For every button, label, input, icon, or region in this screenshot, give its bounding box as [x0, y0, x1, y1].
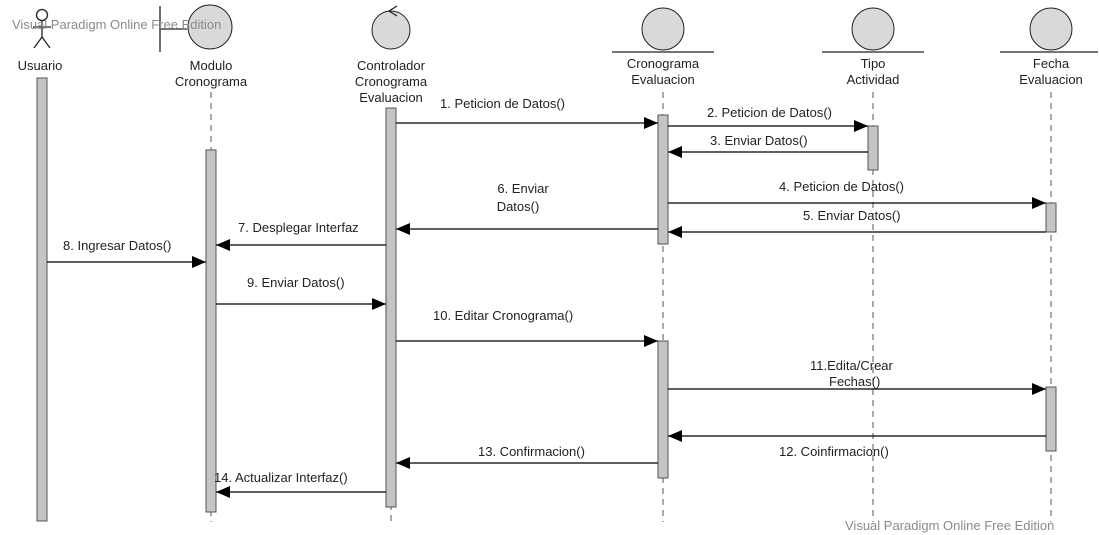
- message-label: 3. Enviar Datos(): [710, 133, 808, 148]
- control-icon: [371, 5, 411, 50]
- message-label: 9. Enviar Datos(): [247, 275, 345, 290]
- boundary-icon: [159, 4, 233, 52]
- entity-icon: [822, 7, 924, 53]
- messages: [47, 117, 1046, 498]
- activation-bar-modulo: [205, 149, 217, 513]
- activation-bar-cronograma: [657, 340, 669, 479]
- activation-bar-tipo: [867, 125, 879, 171]
- message-label: 14. Actualizar Interfaz(): [214, 470, 348, 485]
- lifelines: [210, 92, 1052, 522]
- message-label: Datos(): [497, 199, 540, 214]
- participant-name: Cronograma: [355, 74, 428, 89]
- message-label: 2. Peticion de Datos(): [707, 105, 832, 120]
- participant-name: Cronograma: [627, 56, 700, 71]
- participant-usuario: Usuario: [18, 8, 63, 73]
- message-label: 1. Peticion de Datos(): [440, 96, 565, 111]
- message-label: 8. Ingresar Datos(): [63, 238, 171, 253]
- activation-bar-controlador: [385, 107, 397, 508]
- message-labels: 1. Peticion de Datos() 2. Peticion de Da…: [63, 96, 904, 485]
- participant-name: Evaluacion: [631, 72, 695, 87]
- participant-name: Fecha: [1033, 56, 1070, 71]
- message-label: 6. Enviar: [497, 181, 549, 196]
- actor-icon: [33, 8, 51, 49]
- message-label: 7. Desplegar Interfaz: [238, 220, 359, 235]
- participant-name: Cronograma: [175, 74, 248, 89]
- participant-name: Tipo: [861, 56, 886, 71]
- message-label: 4. Peticion de Datos(): [779, 179, 904, 194]
- participant-name: Controlador: [357, 58, 426, 73]
- activation-bar-fecha: [1045, 386, 1057, 452]
- message-label: 5. Enviar Datos(): [803, 208, 901, 223]
- participant-name: Usuario: [18, 58, 63, 73]
- activation-bar-fecha: [1045, 202, 1057, 233]
- watermark-top: Visual Paradigm Online Free Edition: [12, 17, 221, 32]
- participant-controlador: Controlador Cronograma Evaluacion: [355, 5, 428, 105]
- participant-modulo: Modulo Cronograma: [159, 4, 248, 89]
- participant-cronograma: Cronograma Evaluacion: [612, 7, 714, 87]
- entity-icon: [612, 7, 714, 53]
- participant-name: Actividad: [847, 72, 900, 87]
- activation-bar-cronograma: [657, 114, 669, 245]
- message-label: 13. Confirmacion(): [478, 444, 585, 459]
- message-label: 12. Coinfirmacion(): [779, 444, 889, 459]
- participant-name: Modulo: [190, 58, 233, 73]
- entity-icon: [1000, 7, 1098, 53]
- message-label: Fechas(): [829, 374, 880, 389]
- message-label: 11.Edita/Crear: [810, 358, 894, 373]
- participant-name: Evaluacion: [359, 90, 423, 105]
- message-label: 10. Editar Cronograma(): [433, 308, 573, 323]
- activation-bars: [36, 77, 1057, 522]
- watermark-bottom: Visual Paradigm Online Free Edition: [845, 518, 1054, 533]
- participant-tipo: Tipo Actividad: [822, 7, 924, 87]
- activation-bar-usuario: [36, 77, 48, 522]
- participant-name: Evaluacion: [1019, 72, 1083, 87]
- participant-fecha: Fecha Evaluacion: [1000, 7, 1098, 87]
